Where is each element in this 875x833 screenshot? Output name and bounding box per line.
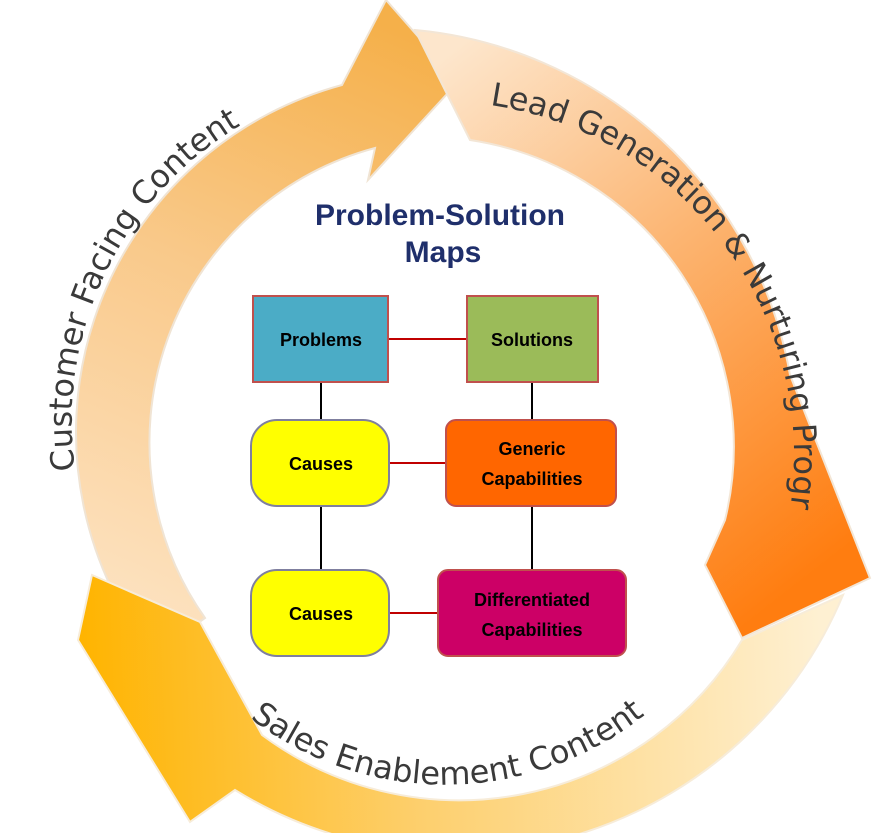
top-right-cycle-arrow (413, 28, 872, 640)
differentiated-label-line-1: Differentiated (474, 590, 590, 610)
connector-lines (320, 338, 533, 614)
generic-label-line-1: Generic (498, 439, 565, 459)
generic-label-line-2: Capabilities (481, 469, 582, 489)
generic-capabilities-box: Generic Capabilities (445, 419, 617, 507)
causes-box-2: Causes (250, 569, 390, 657)
problems-label: Problems (280, 330, 362, 350)
differentiated-capabilities-box: Differentiated Capabilities (437, 569, 627, 657)
map-title-line-1: Problem-Solution (315, 199, 565, 232)
causes-box-1: Causes (250, 419, 390, 507)
causes-label-2: Causes (289, 604, 353, 624)
causes-label-1: Causes (289, 454, 353, 474)
map-title-line-2: Maps (405, 236, 482, 269)
solutions-label: Solutions (491, 330, 573, 350)
solutions-box: Solutions (466, 295, 599, 383)
bottom-cycle-arrow (76, 573, 845, 833)
differentiated-label-line-2: Capabilities (481, 620, 582, 640)
problems-box: Problems (252, 295, 389, 383)
